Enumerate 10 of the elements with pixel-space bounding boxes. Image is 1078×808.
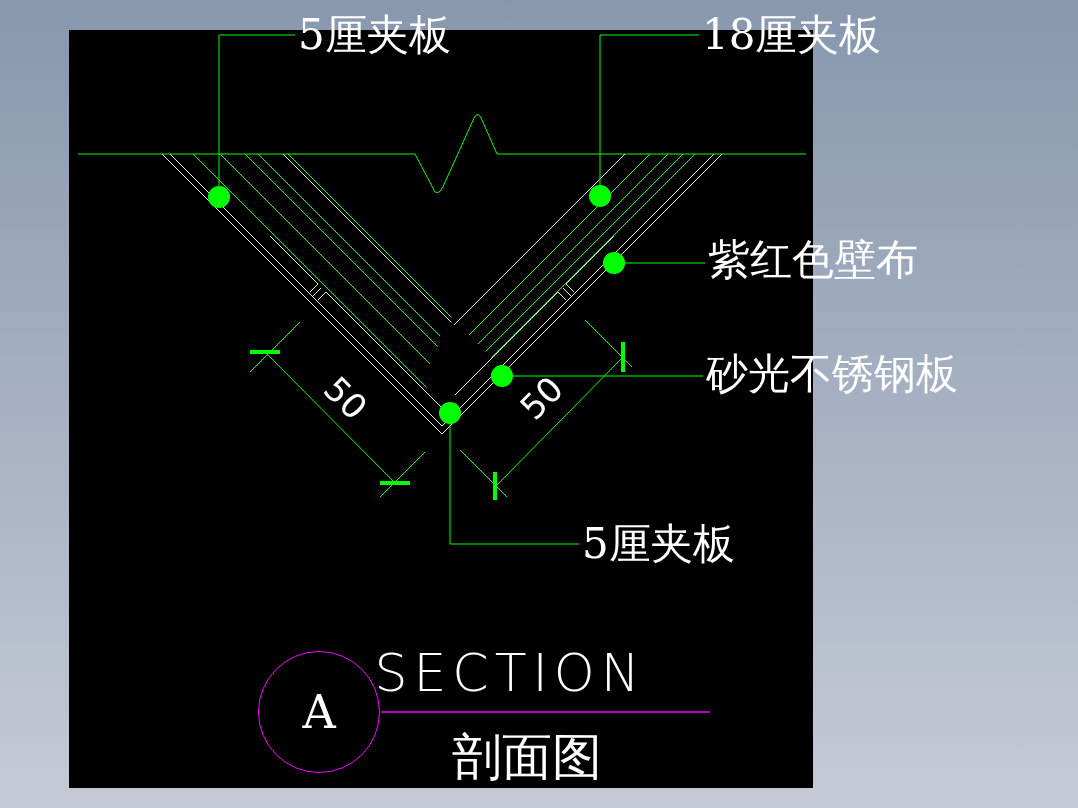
leader-line [624, 262, 706, 264]
leader-line [218, 34, 296, 187]
callout-label: 紫红色壁布 [708, 239, 918, 281]
callout-label: 5厘夹板 [582, 523, 735, 565]
dimension-text: 50 [513, 370, 569, 426]
leader-line [599, 34, 700, 186]
section-subtitle: 剖面图 [452, 732, 602, 782]
leader-line [449, 423, 580, 545]
dimension-text: 50 [317, 370, 373, 426]
leader-line [512, 375, 704, 377]
